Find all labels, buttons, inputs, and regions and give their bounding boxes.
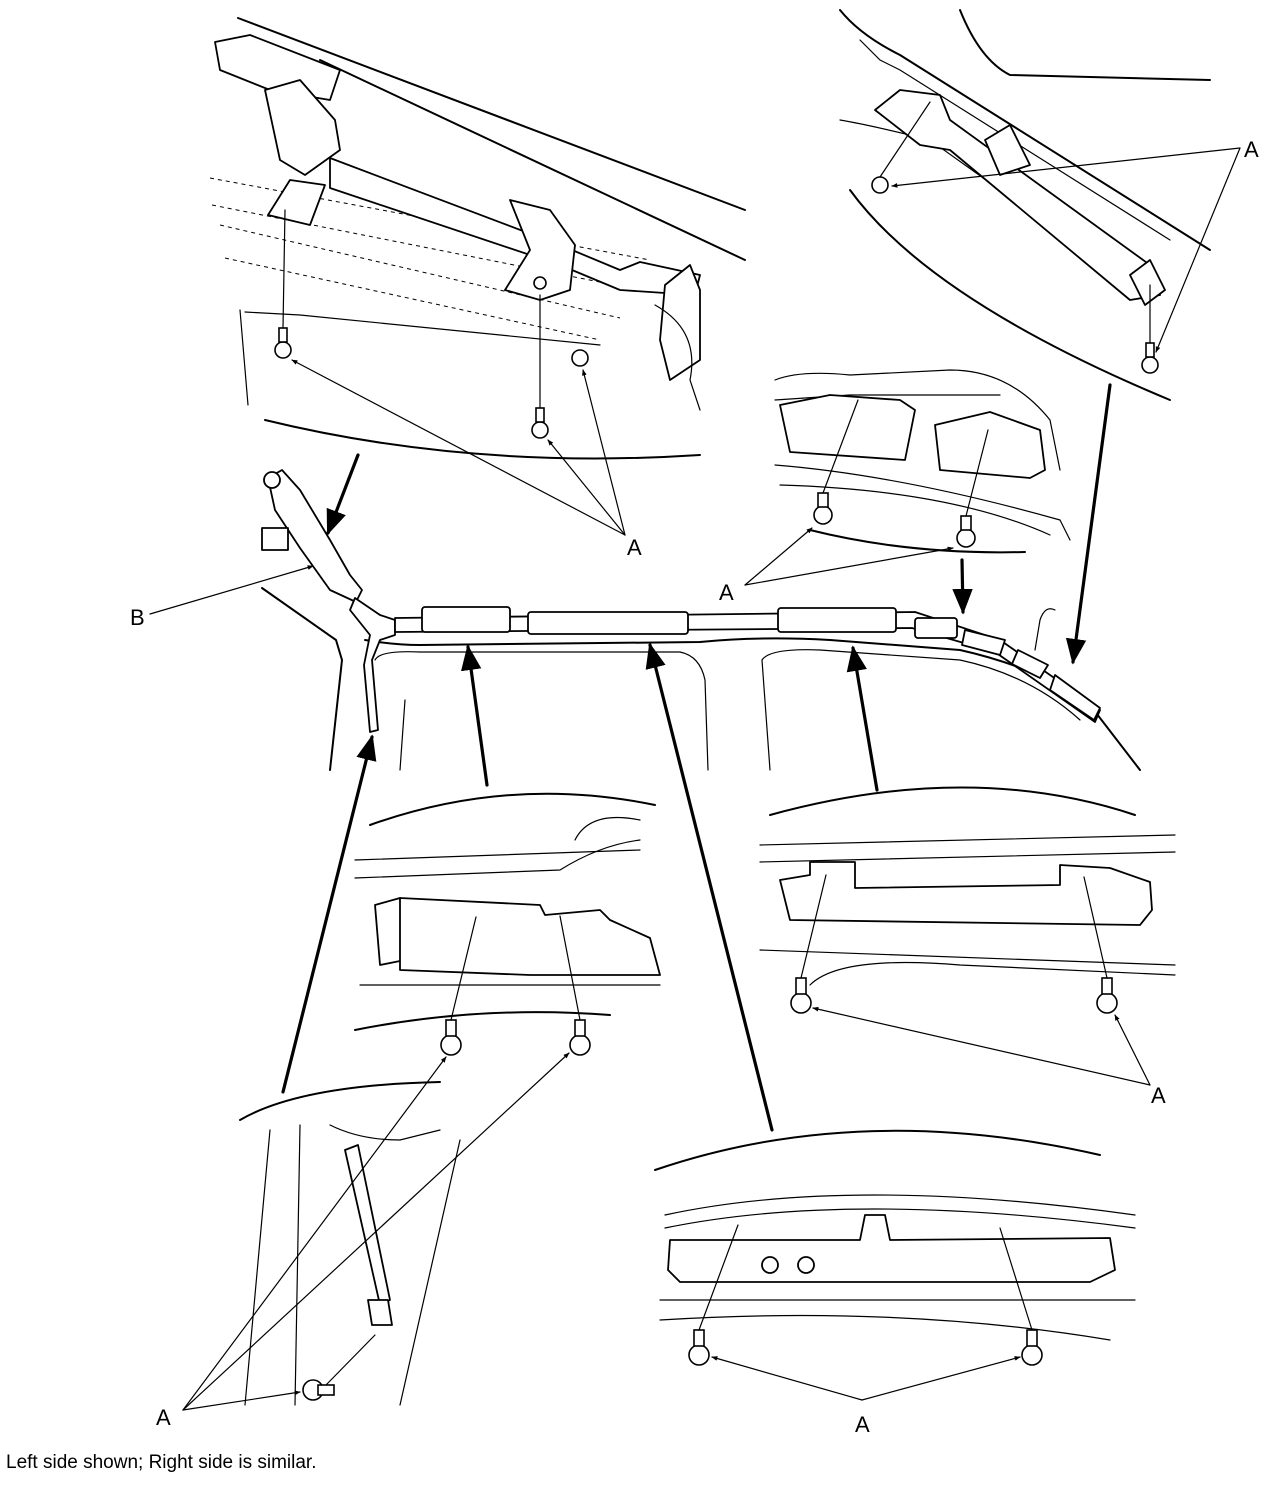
curtain-airbag-assembly <box>261 469 1101 733</box>
callout-b: B <box>130 605 145 630</box>
callout-a-bottom-left: A <box>156 1405 171 1430</box>
callout-a-bottom-right: A <box>855 1412 870 1437</box>
detail-roof-rail-front <box>354 792 661 1056</box>
detail-roof-rail-center <box>654 1129 1136 1366</box>
figure-caption: Left side shown; Right side is similar. <box>6 1452 317 1473</box>
callout-leader-lines <box>149 147 1241 1411</box>
detail-inflator <box>209 17 746 460</box>
callout-labels: A A A B A A A <box>130 137 1259 1437</box>
detail-leader-arrows <box>281 383 1112 1132</box>
callout-a-right-middle: A <box>719 580 734 605</box>
detail-front-pillar <box>239 1081 461 1406</box>
detail-rear-upper <box>839 9 1211 401</box>
callout-a-right-center: A <box>1151 1083 1166 1108</box>
callout-a-top-left: A <box>627 535 642 560</box>
detail-roof-rail-middle <box>759 786 1176 1014</box>
callout-a-top-right: A <box>1244 137 1259 162</box>
detail-roof-rail-rear <box>774 369 1071 554</box>
